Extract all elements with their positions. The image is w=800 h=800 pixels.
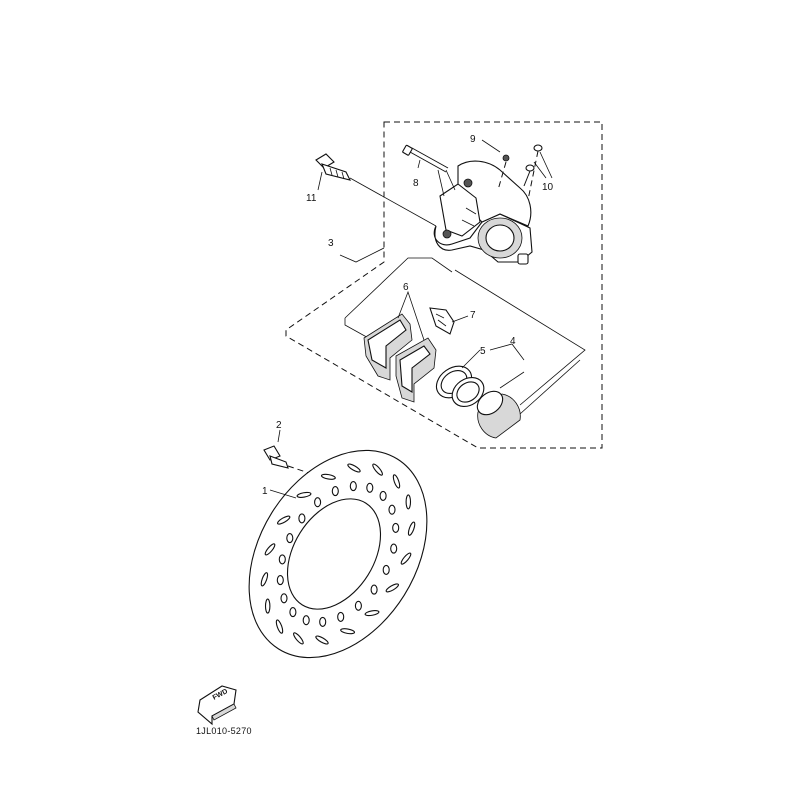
part-label-4: 4 [510,336,516,347]
disc-slot [264,598,271,614]
disc-slot [296,491,312,498]
rotor-bolt [263,445,313,475]
caliper-body [433,160,533,265]
leader-line-5 [461,349,481,369]
leader-line-11 [317,171,323,191]
disc-slot [293,632,304,645]
piston-seals [435,365,485,407]
forward-arrow-icon: FWD [197,685,237,726]
disc-hole [331,486,339,497]
disc-hole [286,533,294,544]
disc-slot [275,619,284,634]
disc-hole [366,482,374,493]
part-label-2: 2 [276,420,282,431]
disc-slot [385,583,400,593]
disc-slot [364,610,380,617]
disc-hole [390,543,398,554]
disc-slot [315,635,329,645]
leader-line-2 [277,429,281,443]
disc-slot [276,515,291,525]
part-label-10: 10 [542,182,554,193]
disc-slot [340,628,356,635]
disc-hole [392,522,400,533]
brake-pads [363,313,437,403]
disc-slot [372,463,383,476]
disc-hole [354,600,362,611]
disc-hole [280,593,288,604]
part-label-8: 8 [413,178,419,189]
disc-slot [264,543,276,556]
bleed-screw [497,154,510,191]
disc-hole [382,564,390,575]
leader-line-3 [339,247,385,263]
caliper-screws [523,144,543,201]
part-label-3: 3 [328,238,334,249]
disc-slot [260,572,269,587]
leader-line-7 [451,315,469,323]
caliper-pin-bolt [402,144,449,173]
part-label-5: 5 [480,346,486,357]
disc-slot [320,473,336,480]
disc-slot [407,521,416,536]
leader-line-10 [533,151,553,179]
disc-hole [298,513,306,524]
disc-slot [347,463,361,473]
figure-code: 1JL010-5270 [196,726,252,736]
leader-line-8 [417,159,421,169]
disc-hole [337,611,345,622]
leader-line-1 [269,489,297,499]
disc-hole [379,490,387,501]
pad-spring [429,307,455,335]
part-label-6: 6 [403,282,409,293]
part-label-9: 9 [470,134,476,145]
disc-hole [276,575,284,586]
brake-disc [248,449,428,659]
disc-hole [370,584,378,595]
leader-line-6 [397,290,425,341]
disc-hole [278,554,286,565]
part-label-1: 1 [262,486,268,497]
disc-slot [400,552,412,565]
mounting-bolt [315,153,437,227]
leader-line-4 [489,343,525,389]
disc-hole [319,616,327,627]
disc-hole [289,607,297,618]
part-label-11: 11 [306,193,317,204]
pin-guide-line [437,169,456,197]
caliper-piston [476,359,581,439]
disc-hole [388,504,396,515]
disc-hole [349,481,357,492]
disc-slot [405,494,412,510]
caliper-group-inner-lines [344,257,586,406]
disc-hole [302,615,310,626]
part-label-7: 7 [470,310,476,321]
disc-hole [314,497,322,508]
disc-slot [392,474,401,489]
caliper-assembly-boundary [285,121,603,449]
leader-line-9 [481,139,501,153]
